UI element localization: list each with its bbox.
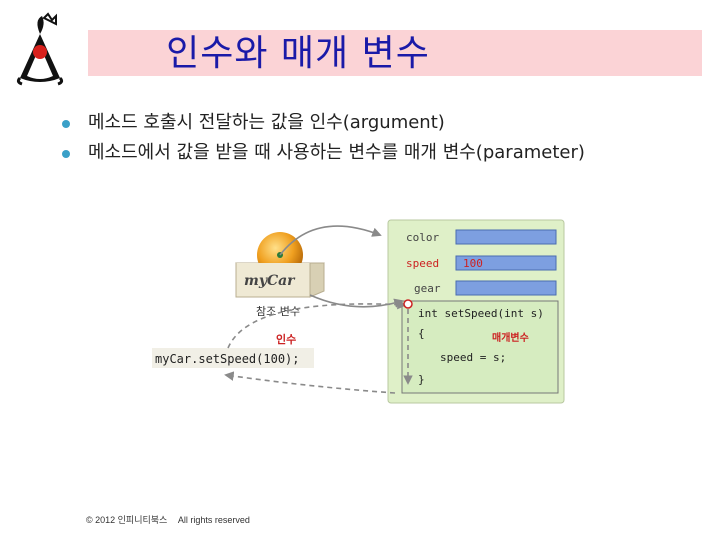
- field-speed: speed 100: [406, 256, 556, 270]
- bullet-item: 메소드에서 값을 받을 때 사용하는 변수를 매개 변수(parameter): [62, 140, 712, 170]
- rights-text: All rights reserved: [178, 515, 250, 525]
- method-close-brace: }: [418, 373, 425, 386]
- param-caption: 매개변수: [492, 331, 529, 344]
- bullet-icon: [62, 120, 70, 128]
- field-value-box: [456, 230, 556, 244]
- page-title: 인수와 매개 변수: [88, 24, 508, 76]
- arg-caption: 인수: [276, 332, 296, 346]
- method-open-brace: {: [418, 327, 425, 340]
- field-name: speed: [406, 257, 439, 270]
- copyright-text: © 2012 인피니티북스: [86, 515, 167, 525]
- call-code: myCar.setSpeed(100);: [155, 352, 300, 366]
- ref-caption: 참조 변수: [256, 305, 300, 318]
- bullet-item: 메소드 호출시 전달하는 값을 인수(argument): [62, 110, 712, 140]
- reference-variable-box: myCar: [236, 232, 324, 297]
- field-value: 100: [463, 257, 483, 270]
- field-name: gear: [414, 282, 441, 295]
- java-duke-logo: [12, 12, 68, 88]
- entry-point-icon: [404, 300, 412, 308]
- method-signature: int setSpeed(int s): [418, 307, 544, 320]
- box-label: myCar: [244, 273, 296, 289]
- argument-parameter-diagram: color speed 100 gear int setSpeed(int s)…: [140, 205, 570, 410]
- field-gear: gear: [414, 281, 556, 295]
- field-value-box: [456, 281, 556, 295]
- method-body: speed = s;: [440, 351, 506, 364]
- bullet-list: 메소드 호출시 전달하는 값을 인수(argument) 메소드에서 값을 받을…: [62, 110, 712, 170]
- call-arrow: [228, 304, 405, 348]
- footer: © 2012 인피니티북스 All rights reserved: [86, 513, 250, 526]
- bullet-icon: [62, 150, 70, 158]
- method-call: myCar.setSpeed(100);: [152, 348, 314, 368]
- field-color: color: [406, 230, 556, 244]
- return-arrow: [226, 375, 395, 393]
- field-name: color: [406, 231, 439, 244]
- bullet-text: 메소드 호출시 전달하는 값을 인수(argument): [88, 112, 445, 133]
- bullet-text: 메소드에서 값을 받을 때 사용하는 변수를 매개 변수(parameter): [88, 142, 585, 163]
